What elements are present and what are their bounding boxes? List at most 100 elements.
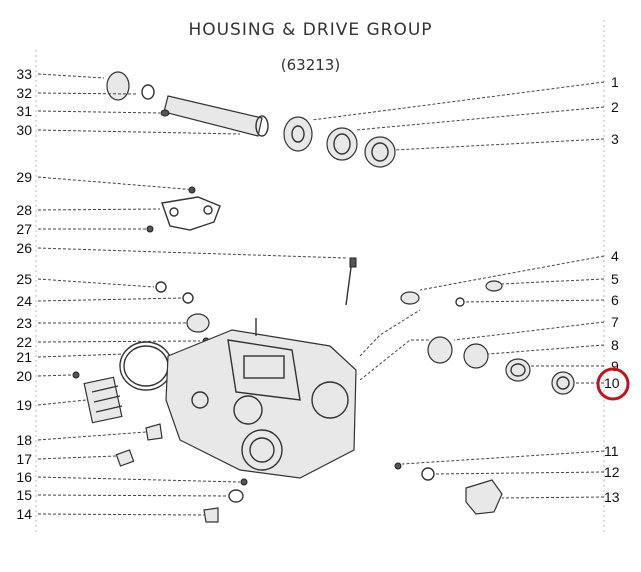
callout-number-30: 30 — [16, 122, 32, 138]
part-2-race — [326, 127, 358, 161]
callout-leader-18 — [37, 431, 147, 441]
housing-boss — [191, 391, 209, 409]
part-16-screw — [240, 478, 248, 486]
callout-number-13: 13 — [604, 489, 620, 505]
part-15-washer — [228, 489, 244, 503]
housing-lower-bore-inner — [249, 437, 275, 463]
callout-leader-20 — [37, 374, 73, 377]
part-18-clip — [145, 423, 163, 441]
drive-shaft-assembly — [106, 71, 396, 168]
callout-number-1: 1 — [611, 74, 619, 90]
callout-number-5: 5 — [611, 271, 619, 287]
callout-number-29: 29 — [16, 169, 32, 185]
callout-number-14: 14 — [16, 506, 32, 522]
highlight-circle — [596, 367, 630, 401]
callout-number-7: 7 — [611, 314, 619, 330]
callout-number-21: 21 — [16, 349, 32, 365]
callout-number-11: 11 — [604, 443, 619, 459]
callout-number-26: 26 — [16, 240, 32, 256]
callout-leader-29 — [37, 176, 197, 191]
callout-number-6: 6 — [611, 292, 619, 308]
gasket-hole — [203, 205, 213, 215]
part-14-cap — [203, 507, 219, 523]
callout-number-27: 27 — [16, 221, 32, 237]
callout-number-15: 15 — [16, 487, 32, 503]
part-19-gear-pack — [83, 376, 123, 424]
callout-number-33: 33 — [16, 66, 32, 82]
part-4-fitting — [400, 291, 420, 305]
gasket-bore — [556, 376, 570, 390]
callout-leader-8 — [487, 344, 605, 355]
callout-leader-25 — [37, 278, 155, 288]
callout-leader-3 — [393, 138, 605, 151]
callout-number-31: 31 — [16, 103, 32, 119]
part-3-seal — [364, 136, 396, 168]
callout-leader-28 — [37, 208, 161, 211]
part-1-bearing — [283, 116, 313, 152]
gear-line — [93, 395, 121, 403]
callout-number-16: 16 — [16, 469, 32, 485]
part-5-nipple — [485, 280, 503, 292]
part-13-cover — [465, 479, 503, 515]
part-31-key — [160, 109, 170, 117]
callout-number-18: 18 — [16, 432, 32, 448]
callout-number-22: 22 — [16, 334, 32, 350]
part-24-washer — [182, 292, 194, 304]
callout-leader-2 — [355, 106, 605, 131]
part-7-seat — [427, 336, 453, 364]
assembly-leader — [359, 309, 421, 357]
callout-leader-22 — [37, 340, 201, 343]
callout-number-23: 23 — [16, 315, 32, 331]
callout-leader-11 — [401, 450, 605, 465]
callout-leader-12 — [433, 471, 605, 475]
housing-window — [243, 355, 285, 379]
callout-number-12: 12 — [604, 464, 620, 480]
callout-number-4: 4 — [611, 248, 619, 264]
housing-bore — [311, 381, 349, 419]
callout-leader-4 — [419, 255, 605, 291]
part-26-stud — [345, 257, 357, 306]
callout-leader-24 — [37, 297, 183, 302]
gasket-hole — [169, 207, 179, 217]
housing-port — [233, 395, 263, 425]
cover-gasket-group — [146, 186, 221, 233]
seal-bore — [371, 142, 389, 162]
callout-leader-6 — [463, 299, 605, 303]
part-25-screw — [155, 281, 167, 293]
callout-number-20: 20 — [16, 368, 32, 384]
callout-leader-1 — [311, 81, 605, 121]
callout-leader-15 — [37, 494, 229, 497]
part-33-cap — [106, 71, 130, 101]
callout-number-2: 2 — [611, 99, 619, 115]
diagram-subtitle: (63213) — [280, 56, 341, 74]
part-28-gasket — [161, 196, 221, 231]
callout-leader-5 — [499, 278, 605, 285]
main-housing — [165, 318, 357, 479]
callout-leader-31 — [37, 110, 161, 114]
callout-leader-26 — [37, 247, 347, 259]
callout-leader-19 — [37, 399, 87, 406]
callout-number-24: 24 — [16, 293, 32, 309]
part-32-nut — [141, 84, 155, 100]
callout-number-8: 8 — [611, 337, 619, 353]
ring-bore — [510, 363, 526, 377]
callout-number-17: 17 — [16, 451, 32, 467]
callout-number-32: 32 — [16, 85, 32, 101]
gear-line — [95, 405, 123, 413]
callout-leader-14 — [37, 513, 205, 516]
shaft-end — [255, 115, 269, 137]
part-27-screw — [146, 225, 154, 233]
bearing-bore — [291, 125, 305, 143]
housing-lower-bore — [241, 429, 283, 471]
part-23-plug — [186, 313, 210, 333]
race-bore — [333, 133, 351, 155]
part-9-ring — [505, 358, 531, 382]
callout-leader-17 — [37, 455, 117, 460]
callout-number-9: 9 — [611, 358, 619, 374]
part-20-pin — [72, 371, 80, 379]
part-21-oring — [119, 341, 173, 391]
callout-number-25: 25 — [16, 271, 32, 287]
